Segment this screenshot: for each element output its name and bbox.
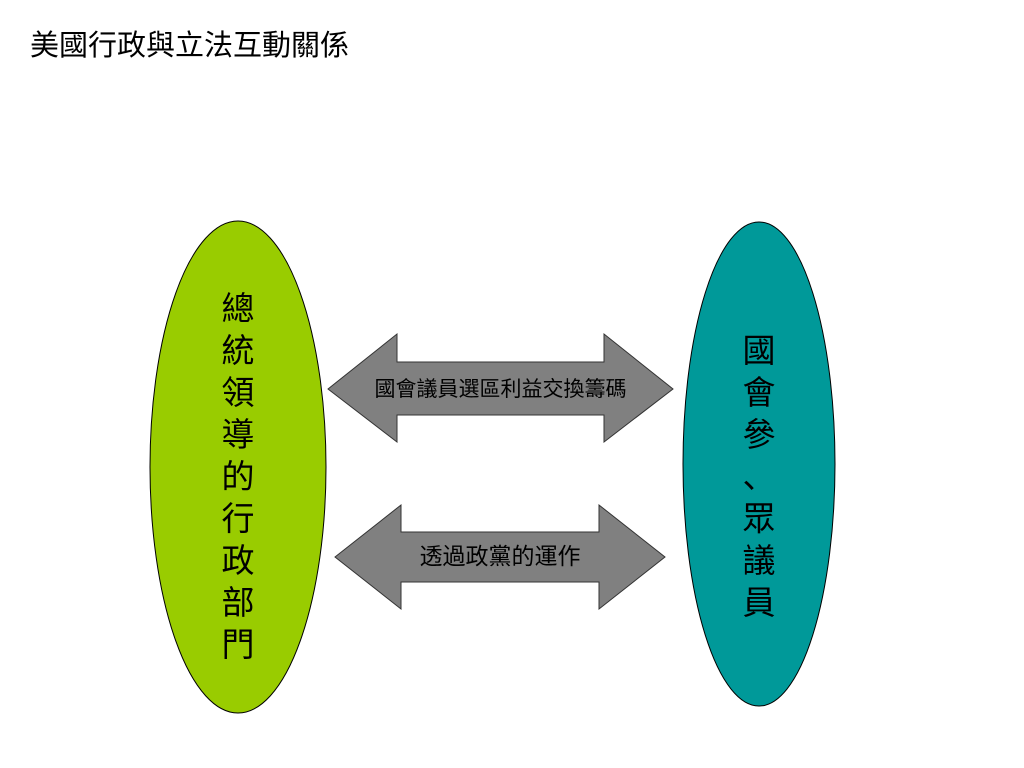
vertical-char: 導 xyxy=(221,415,255,454)
vertical-char: 會 xyxy=(742,373,776,412)
slide-title: 美國行政與立法互動關係 xyxy=(30,28,350,62)
vertical-char: 眾 xyxy=(742,499,776,538)
arrow-label-bottom: 透過政黨的運作 xyxy=(419,544,581,570)
congress-label: 國會參、眾議員 xyxy=(729,330,789,624)
double-arrow-bottom xyxy=(334,503,666,611)
vertical-char: 員 xyxy=(742,583,776,622)
vertical-char: 部 xyxy=(221,583,255,622)
vertical-char: 、 xyxy=(742,457,776,496)
vertical-char: 議 xyxy=(742,541,776,580)
vertical-char: 領 xyxy=(221,373,255,412)
vertical-char: 門 xyxy=(221,625,255,664)
vertical-char: 參 xyxy=(742,415,776,454)
congress-ellipse xyxy=(682,221,836,707)
executive-ellipse xyxy=(149,220,327,714)
vertical-char: 總 xyxy=(221,289,255,328)
vertical-char: 行 xyxy=(221,499,255,538)
vertical-char: 政 xyxy=(221,541,255,580)
double-arrow-top xyxy=(327,332,674,444)
executive-label: 總統領導的行政部門 xyxy=(208,288,268,666)
vertical-char: 統 xyxy=(221,331,255,370)
vertical-char: 的 xyxy=(221,457,255,496)
vertical-char: 國 xyxy=(742,331,776,370)
arrow-label-top: 國會議員選區利益交換籌碼 xyxy=(374,377,627,401)
